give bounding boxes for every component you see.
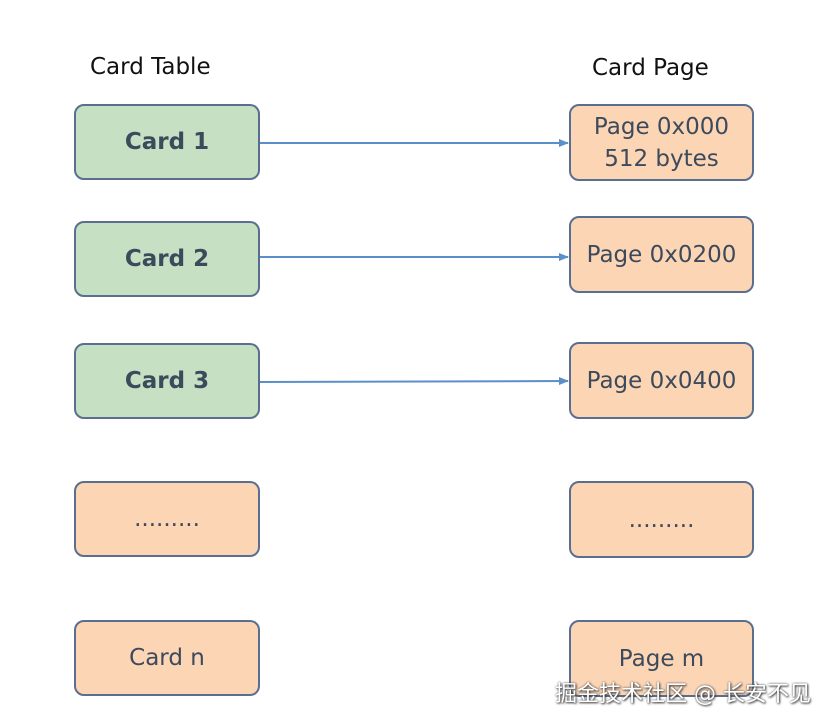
page-0x0400-label: Page 0x0400 <box>586 367 737 394</box>
card-1-box: Card 1 <box>74 104 260 180</box>
card-2-label: Card 2 <box>124 246 210 272</box>
card-2-box: Card 2 <box>74 221 260 297</box>
card-ellipsis-label: ......... <box>134 506 200 532</box>
page-0x0400-box: Page 0x0400 <box>569 342 754 419</box>
card-n-box: Card n <box>74 620 260 696</box>
page-0x000-label: Page 0x000 <box>593 113 730 140</box>
page-0x0200-box: Page 0x0200 <box>569 216 754 293</box>
card-page-heading: Card Page <box>592 55 709 81</box>
arrow-card3-to-page2 <box>259 377 569 386</box>
page-0x0200-label: Page 0x0200 <box>586 241 737 268</box>
watermark: 掘金技术社区 @ 长安不见 <box>555 682 811 707</box>
page-0x000-box: Page 0x000 512 bytes <box>569 104 754 181</box>
page-0x000-size: 512 bytes <box>604 145 719 172</box>
card-table-heading: Card Table <box>90 54 211 80</box>
card-n-label: Card n <box>129 645 205 671</box>
card-ellipsis-box: ......... <box>74 481 260 557</box>
page-m-box: Page m <box>569 620 754 697</box>
page-ellipsis-label: ......... <box>628 506 695 533</box>
card-1-label: Card 1 <box>124 129 210 155</box>
card-3-box: Card 3 <box>74 343 260 419</box>
page-m-label: Page m <box>618 645 705 672</box>
card-3-label: Card 3 <box>124 368 210 394</box>
page-ellipsis-box: ......... <box>569 481 754 558</box>
